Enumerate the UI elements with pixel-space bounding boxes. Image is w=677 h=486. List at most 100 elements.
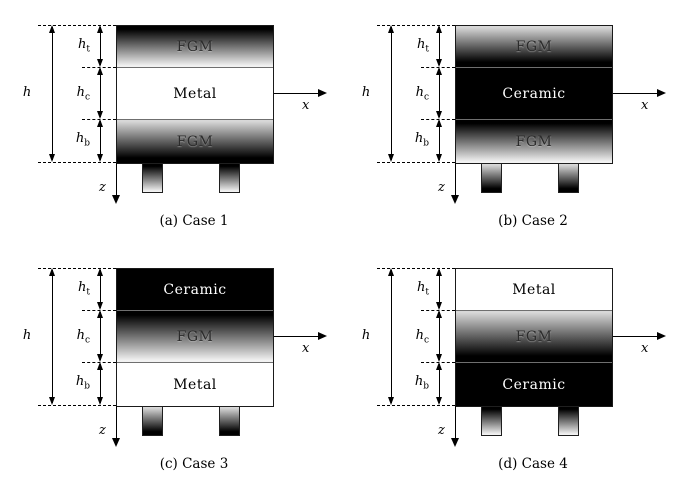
z-axis-arrow <box>451 163 459 204</box>
layer-label: FGM <box>176 133 214 150</box>
core-thickness-arrow <box>435 310 444 362</box>
dim-label-hb: hb <box>75 374 90 392</box>
height-dimension-arrow <box>387 268 396 405</box>
dim-label-ht: ht <box>417 37 429 55</box>
dashed-extension-top <box>38 268 116 269</box>
x-axis-label: x <box>641 341 649 356</box>
dashed-extension-bottom <box>377 405 455 406</box>
z-axis-label: z <box>438 423 445 438</box>
layer-label: FGM <box>515 328 553 345</box>
x-axis-arrow <box>613 89 666 97</box>
layer-bottom: FGM <box>117 120 273 163</box>
support-leg-left <box>142 163 163 193</box>
dim-label-h: h <box>361 85 371 100</box>
z-axis-label: z <box>99 180 106 195</box>
height-dimension-arrow <box>48 268 57 405</box>
bottom-thickness-arrow <box>96 119 105 162</box>
dashed-extension-top <box>377 25 455 26</box>
layer-label: Ceramic <box>163 281 227 298</box>
bottom-thickness-arrow <box>435 362 444 405</box>
dim-label-h: h <box>361 328 371 343</box>
dim-label-hc: hc <box>76 328 90 346</box>
layer-bottom: Ceramic <box>456 363 612 406</box>
dim-label-ht: ht <box>78 280 90 298</box>
support-leg-left <box>481 406 502 436</box>
x-axis-arrow <box>274 332 327 340</box>
layer-label: Ceramic <box>502 376 566 393</box>
dashed-extension-top <box>38 25 116 26</box>
dim-label-h: h <box>22 328 32 343</box>
layer-label: Metal <box>512 281 556 298</box>
bottom-thickness-arrow <box>435 119 444 162</box>
layer-label: Metal <box>173 85 217 102</box>
layer-core: FGM <box>456 311 612 363</box>
dim-label-hc: hc <box>76 85 90 103</box>
dim-label-ht: ht <box>417 280 429 298</box>
layer-core: Metal <box>117 68 273 120</box>
dashed-extension-bottom <box>377 162 455 163</box>
panel-caption: (a) Case 1 <box>159 213 229 229</box>
layer-top: FGM <box>117 26 273 68</box>
core-thickness-arrow <box>435 67 444 119</box>
layer-bottom: FGM <box>456 120 612 163</box>
z-axis-label: z <box>438 180 445 195</box>
dim-label-ht: ht <box>78 37 90 55</box>
z-axis-arrow <box>112 406 120 447</box>
dim-label-h: h <box>22 85 32 100</box>
beam-cross-section: FGM Metal FGM <box>116 25 274 164</box>
layer-core: Ceramic <box>456 68 612 120</box>
dim-label-hc: hc <box>415 328 429 346</box>
x-axis-label: x <box>641 98 649 113</box>
x-axis-arrow <box>613 332 666 340</box>
core-thickness-arrow <box>96 67 105 119</box>
x-axis-arrow <box>274 89 327 97</box>
x-axis-label: x <box>302 98 310 113</box>
top-thickness-arrow <box>96 268 105 310</box>
dashed-extension-top <box>377 268 455 269</box>
beam-cross-section: FGM Ceramic FGM <box>455 25 613 164</box>
support-leg-right <box>558 406 579 436</box>
top-thickness-arrow <box>435 25 444 67</box>
z-axis-label: z <box>99 423 106 438</box>
layer-label: FGM <box>515 133 553 150</box>
layer-label: FGM <box>176 38 214 55</box>
top-thickness-arrow <box>435 268 444 310</box>
x-axis-label: x <box>302 341 310 356</box>
dim-label-hb: hb <box>414 131 429 149</box>
dim-label-hb: hb <box>75 131 90 149</box>
dashed-extension-bottom <box>38 162 116 163</box>
layer-top: FGM <box>456 26 612 68</box>
beam-cross-section: Metal FGM Ceramic <box>455 268 613 407</box>
layer-label: FGM <box>515 38 553 55</box>
bottom-thickness-arrow <box>96 362 105 405</box>
layer-label: Ceramic <box>502 85 566 102</box>
layer-top: Metal <box>456 269 612 311</box>
panel-case-2: h ht hc hb FGM Ceramic FGM x z (b) Case … <box>339 0 677 243</box>
panel-case-1: h ht hc hb FGM Metal FGM x z (a) Case 1 <box>0 0 338 243</box>
support-leg-left <box>481 163 502 193</box>
core-thickness-arrow <box>96 310 105 362</box>
dashed-extension-bottom <box>38 405 116 406</box>
panel-case-3: h ht hc hb Ceramic FGM Metal x z (c) Cas… <box>0 243 338 486</box>
support-leg-left <box>142 406 163 436</box>
layer-top: Ceramic <box>117 269 273 311</box>
support-leg-right <box>219 163 240 193</box>
z-axis-arrow <box>112 163 120 204</box>
top-thickness-arrow <box>96 25 105 67</box>
dim-label-hc: hc <box>415 85 429 103</box>
panel-caption: (c) Case 3 <box>159 456 229 472</box>
height-dimension-arrow <box>387 25 396 162</box>
layer-label: Metal <box>173 376 217 393</box>
layer-bottom: Metal <box>117 363 273 406</box>
height-dimension-arrow <box>48 25 57 162</box>
panel-caption: (d) Case 4 <box>498 456 568 472</box>
support-leg-right <box>219 406 240 436</box>
support-leg-right <box>558 163 579 193</box>
beam-cross-section: Ceramic FGM Metal <box>116 268 274 407</box>
panel-caption: (b) Case 2 <box>498 213 568 229</box>
layer-core: FGM <box>117 311 273 363</box>
panel-case-4: h ht hc hb Metal FGM Ceramic x z (d) Cas… <box>339 243 677 486</box>
z-axis-arrow <box>451 406 459 447</box>
dim-label-hb: hb <box>414 374 429 392</box>
